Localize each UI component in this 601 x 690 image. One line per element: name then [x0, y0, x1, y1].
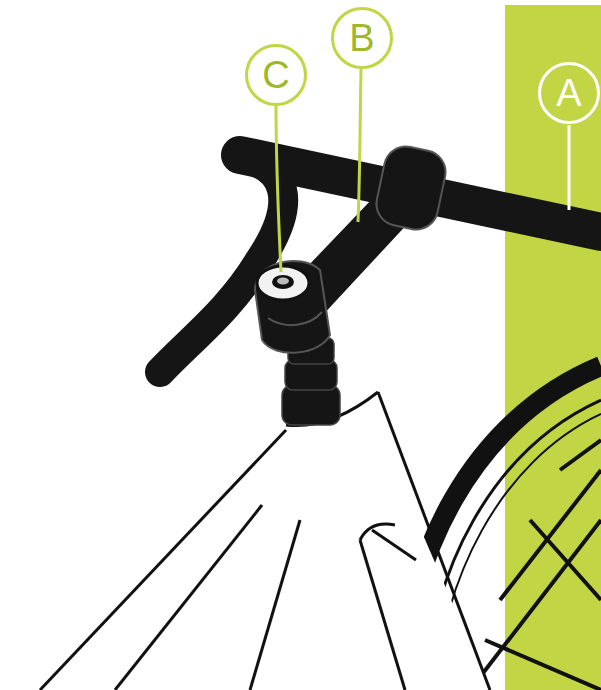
stem: [255, 142, 450, 352]
callout-letter: B: [349, 19, 374, 57]
bike-frame: [40, 392, 490, 690]
top-cap-bolt: [257, 266, 309, 300]
green-band: [505, 5, 601, 690]
callout-letter: A: [556, 74, 581, 112]
callout-circle: B: [331, 7, 393, 69]
callout-circle: A: [538, 62, 600, 124]
callout-circle: C: [245, 44, 307, 106]
callout-letter: C: [262, 56, 289, 94]
leader-lines: [276, 69, 569, 272]
